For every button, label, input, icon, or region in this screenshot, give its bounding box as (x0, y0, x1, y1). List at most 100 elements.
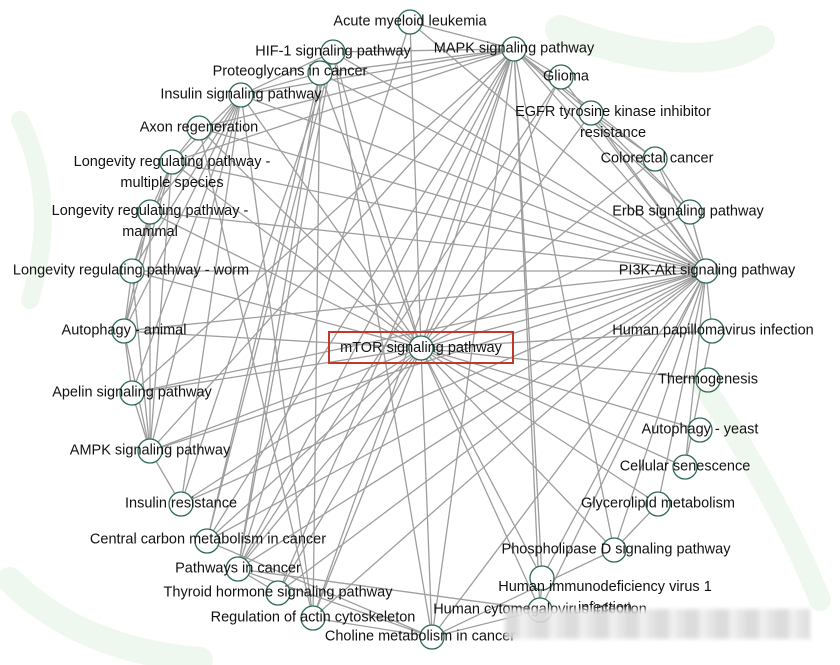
node-label-pathways-cancer: Pathways in cancer (175, 560, 301, 577)
node-autophagy-animal[interactable] (111, 318, 137, 344)
edge-axon-actin (198, 127, 314, 619)
node-label-autophagy-animal: Autophagy - animal (61, 322, 187, 339)
node-apelin[interactable] (119, 380, 145, 406)
edge-pi3k-longevity-multi (171, 161, 707, 272)
edge-mapk-actin (312, 48, 515, 619)
node-pi3k[interactable] (693, 258, 719, 284)
edge-center-insulin-res (180, 347, 422, 505)
node-phospholipase[interactable] (601, 537, 627, 563)
edge-proteoglycans-actin (312, 72, 321, 619)
node-label-colorectal: Colorectal cancer (600, 150, 714, 167)
edge-mapk-axon (198, 48, 515, 129)
edge-layer (123, 21, 713, 638)
node-label-thermogenesis: Thermogenesis (658, 371, 758, 388)
edge-center-apelin (131, 347, 422, 394)
node-label-choline: Choline metabolism in cancer (324, 628, 516, 645)
node-center[interactable] (408, 335, 434, 361)
node-insulin-res[interactable] (168, 491, 194, 517)
node-ampk[interactable] (137, 438, 163, 464)
edge-center-insulin-sig (240, 94, 422, 349)
edge-center-cmv (420, 347, 541, 611)
node-hpv[interactable] (699, 318, 725, 344)
node-label-longevity-mammal: Longevity regulating pathway - mammal (51, 203, 249, 240)
edge-insulin-sig-longevity-mammal (149, 94, 242, 213)
edge-center-actin (312, 347, 422, 619)
node-label-proteoglycans: Proteoglycans in cancer (212, 63, 368, 80)
node-longevity-multi[interactable] (159, 149, 185, 175)
node-colorectal[interactable] (642, 146, 668, 172)
edge-mapk-ampk (149, 48, 515, 452)
node-thermogenesis[interactable] (695, 367, 721, 393)
edge-mapk-phospholipase (513, 48, 615, 551)
node-label-erbb: ErbB signaling pathway (612, 203, 764, 220)
edge-pi3k-proteoglycans (319, 72, 707, 272)
node-label-senescence: Cellular senescence (619, 458, 751, 475)
node-erbb[interactable] (677, 199, 703, 225)
node-insulin-sig[interactable] (228, 82, 254, 108)
edge-pi3k-carbon (206, 270, 707, 542)
edge-insulin-sig-autophagy-animal (123, 94, 242, 332)
node-carbon[interactable] (194, 528, 220, 554)
node-glycerolipid[interactable] (645, 491, 671, 517)
edge-pi3k-ampk (149, 270, 707, 452)
node-autophagy-yeast[interactable] (687, 417, 713, 443)
edge-pi3k-insulin-res (180, 270, 707, 505)
node-egfr[interactable] (578, 100, 604, 126)
node-aml[interactable] (397, 9, 423, 35)
edge-longevity-multi-autophagy-animal (123, 161, 173, 332)
node-hif1[interactable] (320, 39, 346, 65)
node-actin[interactable] (300, 605, 326, 631)
edge-center-pi3k (420, 270, 707, 349)
edge-center-glycerolipid (420, 347, 659, 505)
edge-pathways-cancer-choline (237, 568, 433, 638)
edge-glioma-pathways-cancer (237, 76, 562, 570)
edge-aml-pathways-cancer (237, 21, 411, 570)
edge-center-senescence (420, 347, 686, 468)
edge-mapk-proteoglycans (319, 48, 515, 74)
node-label-apelin: Apelin signaling pathway (52, 384, 212, 401)
edge-pi3k-insulin-sig (240, 94, 707, 272)
edge-pi3k-thyroid (277, 270, 707, 594)
edge-pi3k-choline (431, 270, 707, 638)
edge-pi3k-actin (312, 270, 707, 619)
edge-mapk-hif1 (332, 48, 515, 53)
edge-center-ampk (149, 347, 422, 452)
edge-hif1-carbon (206, 51, 334, 542)
center-node-label[interactable]: mTOR signaling pathway (328, 331, 514, 364)
node-glioma[interactable] (548, 64, 574, 90)
node-label-autophagy-yeast: Autophagy - yeast (641, 421, 759, 438)
node-longevity-worm[interactable] (119, 258, 145, 284)
node-thyroid[interactable] (265, 580, 291, 606)
edge-hif1-insulin-res (180, 51, 334, 505)
redacted-region (505, 609, 810, 639)
node-label-ampk: AMPK signaling pathway (69, 442, 231, 459)
node-choline[interactable] (419, 624, 445, 650)
edge-mapk-hiv (513, 48, 543, 579)
node-label-egfr: EGFR tyrosine kinase inhibitor resistanc… (515, 104, 711, 141)
edge-longevity-multi-ampk (149, 161, 173, 452)
edge-insulin-sig-insulin-res (180, 94, 242, 505)
edge-mapk-thyroid (277, 48, 515, 594)
node-label-hpv: Human papillomavirus infection (612, 322, 814, 339)
edge-center-phospholipase (420, 347, 615, 551)
node-longevity-mammal[interactable] (137, 199, 163, 225)
edge-proteoglycans-carbon (206, 72, 321, 542)
node-hiv[interactable] (529, 565, 555, 591)
node-axon[interactable] (186, 115, 212, 141)
node-label-hif1: HIF-1 signaling pathway (255, 43, 411, 60)
node-label-aml: Acute myeloid leukemia (333, 13, 487, 30)
edge-center-autophagy-animal (123, 330, 422, 349)
edge-mapk-insulin-sig (240, 48, 515, 96)
node-pathways-cancer[interactable] (225, 556, 251, 582)
node-senescence[interactable] (672, 454, 698, 480)
edge-pi3k-phospholipase (613, 270, 707, 551)
node-proteoglycans[interactable] (307, 60, 333, 86)
edge-mapk-erbb (513, 48, 691, 213)
edge-center-hiv (420, 347, 543, 579)
node-mapk[interactable] (501, 36, 527, 62)
edge-phospholipase-choline (431, 549, 615, 638)
edge-center-axon (198, 127, 422, 349)
edge-center-thyroid (277, 347, 422, 594)
